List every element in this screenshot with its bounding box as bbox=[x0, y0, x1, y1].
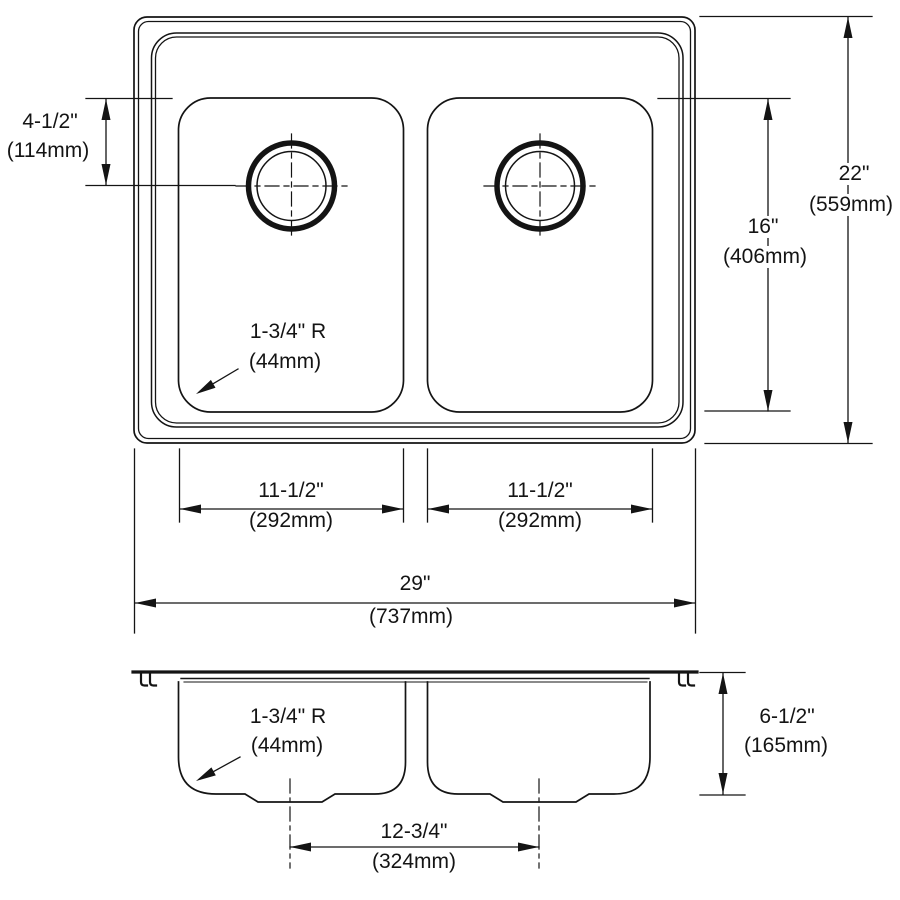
arrowhead bbox=[763, 390, 773, 411]
arrowhead bbox=[718, 773, 728, 794]
arrowhead bbox=[631, 504, 652, 514]
arrowhead bbox=[101, 164, 111, 185]
dim-side-corner-radius-inches: 1-3/4" R bbox=[246, 705, 330, 729]
dim-sink-height-inches: 6-1/2" bbox=[756, 705, 818, 729]
dim-bowl-length-inches: 16" bbox=[744, 215, 782, 239]
arrowhead bbox=[135, 598, 156, 608]
arrowhead bbox=[674, 598, 695, 608]
rim-outline-inner bbox=[137, 20, 692, 440]
leader-arrowhead bbox=[196, 767, 216, 781]
rim-outline-outer bbox=[133, 16, 696, 444]
right-drain bbox=[483, 133, 597, 239]
mounting-clip-left bbox=[139, 672, 158, 687]
top-view bbox=[133, 16, 696, 444]
side-view-dimensions bbox=[196, 671, 746, 852]
dim-drain-offset-mm: (114mm) bbox=[3, 139, 93, 163]
right-bowl-profile bbox=[426, 681, 651, 803]
dim-drain-spacing-inches: 12-3/4" bbox=[377, 820, 451, 844]
dim-overall-depth-mm: (559mm) bbox=[805, 193, 897, 217]
dim-right-bowl-width-mm: (292mm) bbox=[494, 509, 586, 533]
arrowhead bbox=[382, 504, 403, 514]
dim-corner-radius-inches: 1-3/4" R bbox=[246, 320, 330, 344]
arrowhead bbox=[843, 422, 853, 443]
deck-outline-inner bbox=[154, 36, 680, 424]
arrowhead bbox=[843, 17, 853, 38]
dim-overall-width-mm: (737mm) bbox=[365, 605, 457, 629]
left-bowl-outline bbox=[177, 97, 405, 413]
arrowhead bbox=[518, 842, 539, 852]
mounting-clip-right bbox=[677, 672, 696, 687]
left-drain bbox=[235, 133, 349, 239]
arrowhead bbox=[763, 99, 773, 120]
side-view bbox=[131, 670, 699, 869]
arrowhead bbox=[180, 504, 201, 514]
dim-drain-spacing-mm: (324mm) bbox=[368, 850, 460, 874]
left-bowl-profile bbox=[177, 681, 407, 803]
right-bowl-outline bbox=[426, 97, 654, 413]
dim-overall-width-inches: 29" bbox=[396, 572, 434, 596]
dim-overall-depth-inches: 22" bbox=[835, 162, 873, 186]
dim-sink-height-mm: (165mm) bbox=[740, 734, 832, 758]
dim-left-bowl-width-mm: (292mm) bbox=[245, 509, 337, 533]
arrowhead bbox=[718, 673, 728, 694]
deck-outline-outer bbox=[150, 32, 684, 428]
dim-right-bowl-width-inches: 11-1/2" bbox=[504, 479, 576, 503]
arrowhead bbox=[428, 504, 449, 514]
top-view-dimensions bbox=[85, 15, 873, 634]
arrowhead bbox=[101, 99, 111, 120]
leader-arrowhead bbox=[196, 379, 216, 394]
dim-left-bowl-width-inches: 11-1/2" bbox=[255, 479, 327, 503]
dim-drain-offset-inches: 4-1/2" bbox=[19, 110, 81, 134]
arrowhead bbox=[290, 842, 311, 852]
dim-bowl-length-mm: (406mm) bbox=[719, 245, 811, 269]
dim-corner-radius-mm: (44mm) bbox=[245, 350, 325, 374]
dim-side-corner-radius-mm: (44mm) bbox=[247, 734, 327, 758]
